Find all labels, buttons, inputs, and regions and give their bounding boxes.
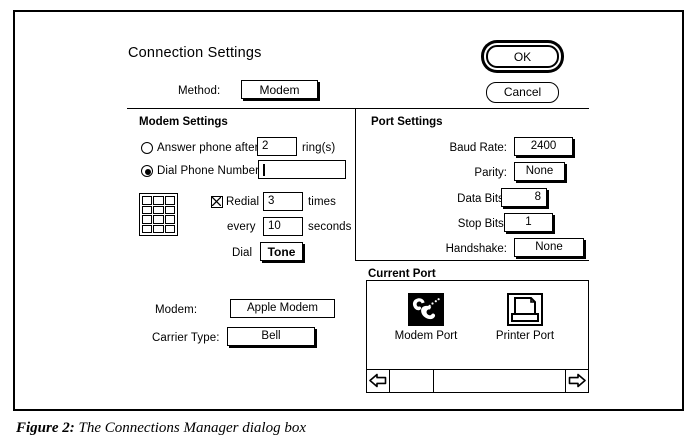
radio-answer-phone-label: Answer phone after	[157, 142, 259, 154]
port-settings-group-title: Port Settings	[371, 116, 443, 128]
baud-rate-popup-menu[interactable]: 2400	[514, 137, 573, 156]
baud-rate-value: 2400	[530, 140, 557, 152]
current-port-items: Modem Port Printer Port	[367, 281, 588, 369]
data-bits-value: 8	[534, 191, 541, 203]
printer-icon	[507, 293, 543, 326]
dial-mode-value: Tone	[267, 245, 296, 259]
answer-rings-suffix-label: ring(s)	[302, 142, 336, 154]
dialog-title: Connection Settings	[128, 45, 262, 61]
arrow-right-icon[interactable]	[565, 370, 588, 392]
current-port-list: Modem Port Printer Port	[366, 280, 589, 393]
answer-rings-value: 2	[262, 140, 269, 152]
handshake-label: Handshake:	[445, 243, 507, 255]
text-caret	[263, 164, 265, 176]
baud-rate-label: Baud Rate:	[449, 142, 507, 154]
check-x-icon	[212, 197, 221, 206]
arrow-left-icon[interactable]	[367, 370, 390, 392]
keypad-key	[153, 196, 164, 205]
parity-value: None	[525, 165, 554, 177]
dial-phone-number-input[interactable]	[258, 160, 346, 179]
carrier-type-popup-menu[interactable]: Bell	[227, 327, 315, 346]
keypad-key	[153, 224, 164, 233]
horizontal-scrollbar[interactable]	[367, 369, 588, 392]
redial-label: Redial	[226, 196, 260, 208]
radio-dial-phone-number[interactable]	[141, 165, 153, 177]
radio-dial-phone-number-label: Dial Phone Number	[157, 165, 260, 177]
handshake-value: None	[535, 241, 563, 253]
redial-every-label: every	[227, 221, 256, 233]
radio-answer-phone[interactable]	[141, 142, 153, 154]
answer-rings-input[interactable]: 2	[257, 137, 297, 156]
divider-horizontal-top	[127, 108, 589, 109]
modem-value: Apple Modem	[247, 302, 318, 314]
divider-vertical	[355, 109, 356, 261]
modem-popup-menu[interactable]: Apple Modem	[230, 299, 335, 318]
figure-caption-label: Figure 2:	[16, 420, 75, 436]
port-item-modem[interactable]: Modem Port	[381, 281, 471, 342]
keypad-key	[164, 196, 175, 205]
method-label: Method:	[178, 85, 221, 97]
scrollbar-thumb[interactable]	[390, 370, 434, 392]
redial-every-input[interactable]: 10	[263, 217, 303, 236]
modem-label: Modem:	[155, 304, 198, 316]
keypad-key	[164, 224, 175, 233]
keypad-key	[142, 215, 153, 224]
method-popup-value: Modem	[259, 83, 300, 97]
dial-mode-label: Dial	[232, 247, 253, 259]
keypad-key	[164, 205, 175, 214]
carrier-type-label: Carrier Type:	[152, 332, 220, 344]
parity-popup-menu[interactable]: None	[514, 162, 565, 181]
method-popup-menu[interactable]: Modem	[241, 80, 318, 99]
handshake-popup-menu[interactable]: None	[514, 238, 584, 257]
redial-every-value: 10	[268, 220, 281, 232]
stop-bits-value: 1	[525, 216, 532, 228]
data-bits-label: Data Bits:	[457, 193, 507, 205]
dial-mode-popup-menu[interactable]: Tone	[260, 242, 303, 261]
redial-checkbox[interactable]	[211, 196, 223, 208]
stop-bits-label: Stop Bits:	[457, 218, 507, 230]
current-port-group-title: Current Port	[368, 268, 436, 280]
connection-settings-dialog: Connection Settings Method: Modem OK Can…	[13, 10, 684, 411]
ok-button-label: OK	[513, 50, 532, 64]
keypad-key	[153, 215, 164, 224]
stop-bits-popup-menu[interactable]: 1	[504, 213, 553, 232]
redial-times-input[interactable]: 3	[263, 192, 303, 211]
keypad-icon	[139, 193, 178, 236]
keypad-key	[164, 215, 175, 224]
redial-every-suffix-label: seconds	[308, 221, 352, 233]
cancel-button-label: Cancel	[503, 85, 542, 99]
keypad-key	[142, 205, 153, 214]
carrier-type-value: Bell	[261, 330, 281, 342]
keypad-key	[142, 224, 153, 233]
ok-button[interactable]: OK	[486, 45, 559, 68]
keypad-key	[142, 196, 153, 205]
port-item-modem-label: Modem Port	[394, 330, 458, 342]
redial-times-suffix-label: times	[308, 196, 336, 208]
figure-caption-text: The Connections Manager dialog box	[78, 420, 306, 436]
redial-times-value: 3	[268, 195, 275, 207]
parity-label: Parity:	[474, 167, 507, 179]
data-bits-popup-menu[interactable]: 8	[501, 188, 547, 207]
figure-caption: Figure 2: The Connections Manager dialog…	[16, 420, 306, 437]
divider-horizontal-mid	[355, 260, 589, 261]
cancel-button[interactable]: Cancel	[486, 82, 559, 103]
port-item-printer-label: Printer Port	[495, 330, 555, 342]
modem-settings-group-title: Modem Settings	[139, 116, 228, 128]
port-item-printer[interactable]: Printer Port	[480, 281, 570, 342]
keypad-key	[153, 205, 164, 214]
telephone-handset-icon	[408, 293, 444, 326]
